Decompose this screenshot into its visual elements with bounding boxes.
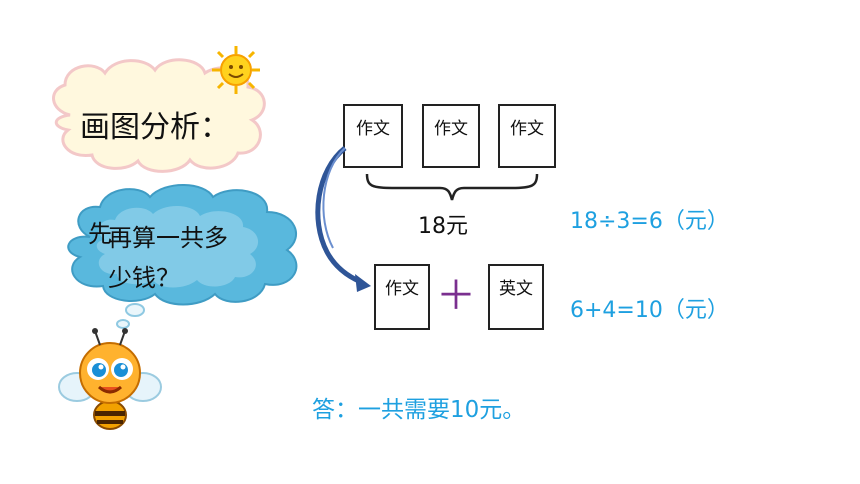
answer-text: 答：一共需要10元。 [312, 397, 526, 423]
book-composition-1: 作文 [343, 104, 403, 168]
book-label: 作文 [356, 119, 390, 139]
book-composition-2: 作文 [422, 104, 480, 168]
book-composition-3: 作文 [498, 104, 556, 168]
book-label: 英文 [499, 279, 533, 299]
book-composition-bottom: 作文 [374, 264, 430, 330]
book-english: 英文 [488, 264, 544, 330]
equation-1: 18÷3=6（元） [570, 209, 729, 234]
curved-arrow-icon [315, 146, 371, 292]
book-label: 作文 [510, 119, 544, 139]
cloud-hidden-text: 先 [88, 220, 112, 248]
sun-icon [212, 46, 260, 94]
brace-icon [365, 173, 539, 201]
cloud-line-1: 再算一共多 [108, 224, 228, 252]
book-label: 作文 [434, 119, 468, 139]
total-label: 18元 [418, 214, 468, 239]
cloud-line-2: 少钱？ [108, 264, 180, 292]
book-label: 作文 [385, 279, 419, 299]
page-title: 画图分析： [80, 110, 230, 145]
bee-icon [58, 328, 162, 430]
thought-cloud [67, 184, 298, 329]
title-cloud [52, 58, 266, 173]
equation-2: 6+4=10（元） [570, 298, 729, 323]
plus-sign: ＋ [436, 273, 476, 319]
